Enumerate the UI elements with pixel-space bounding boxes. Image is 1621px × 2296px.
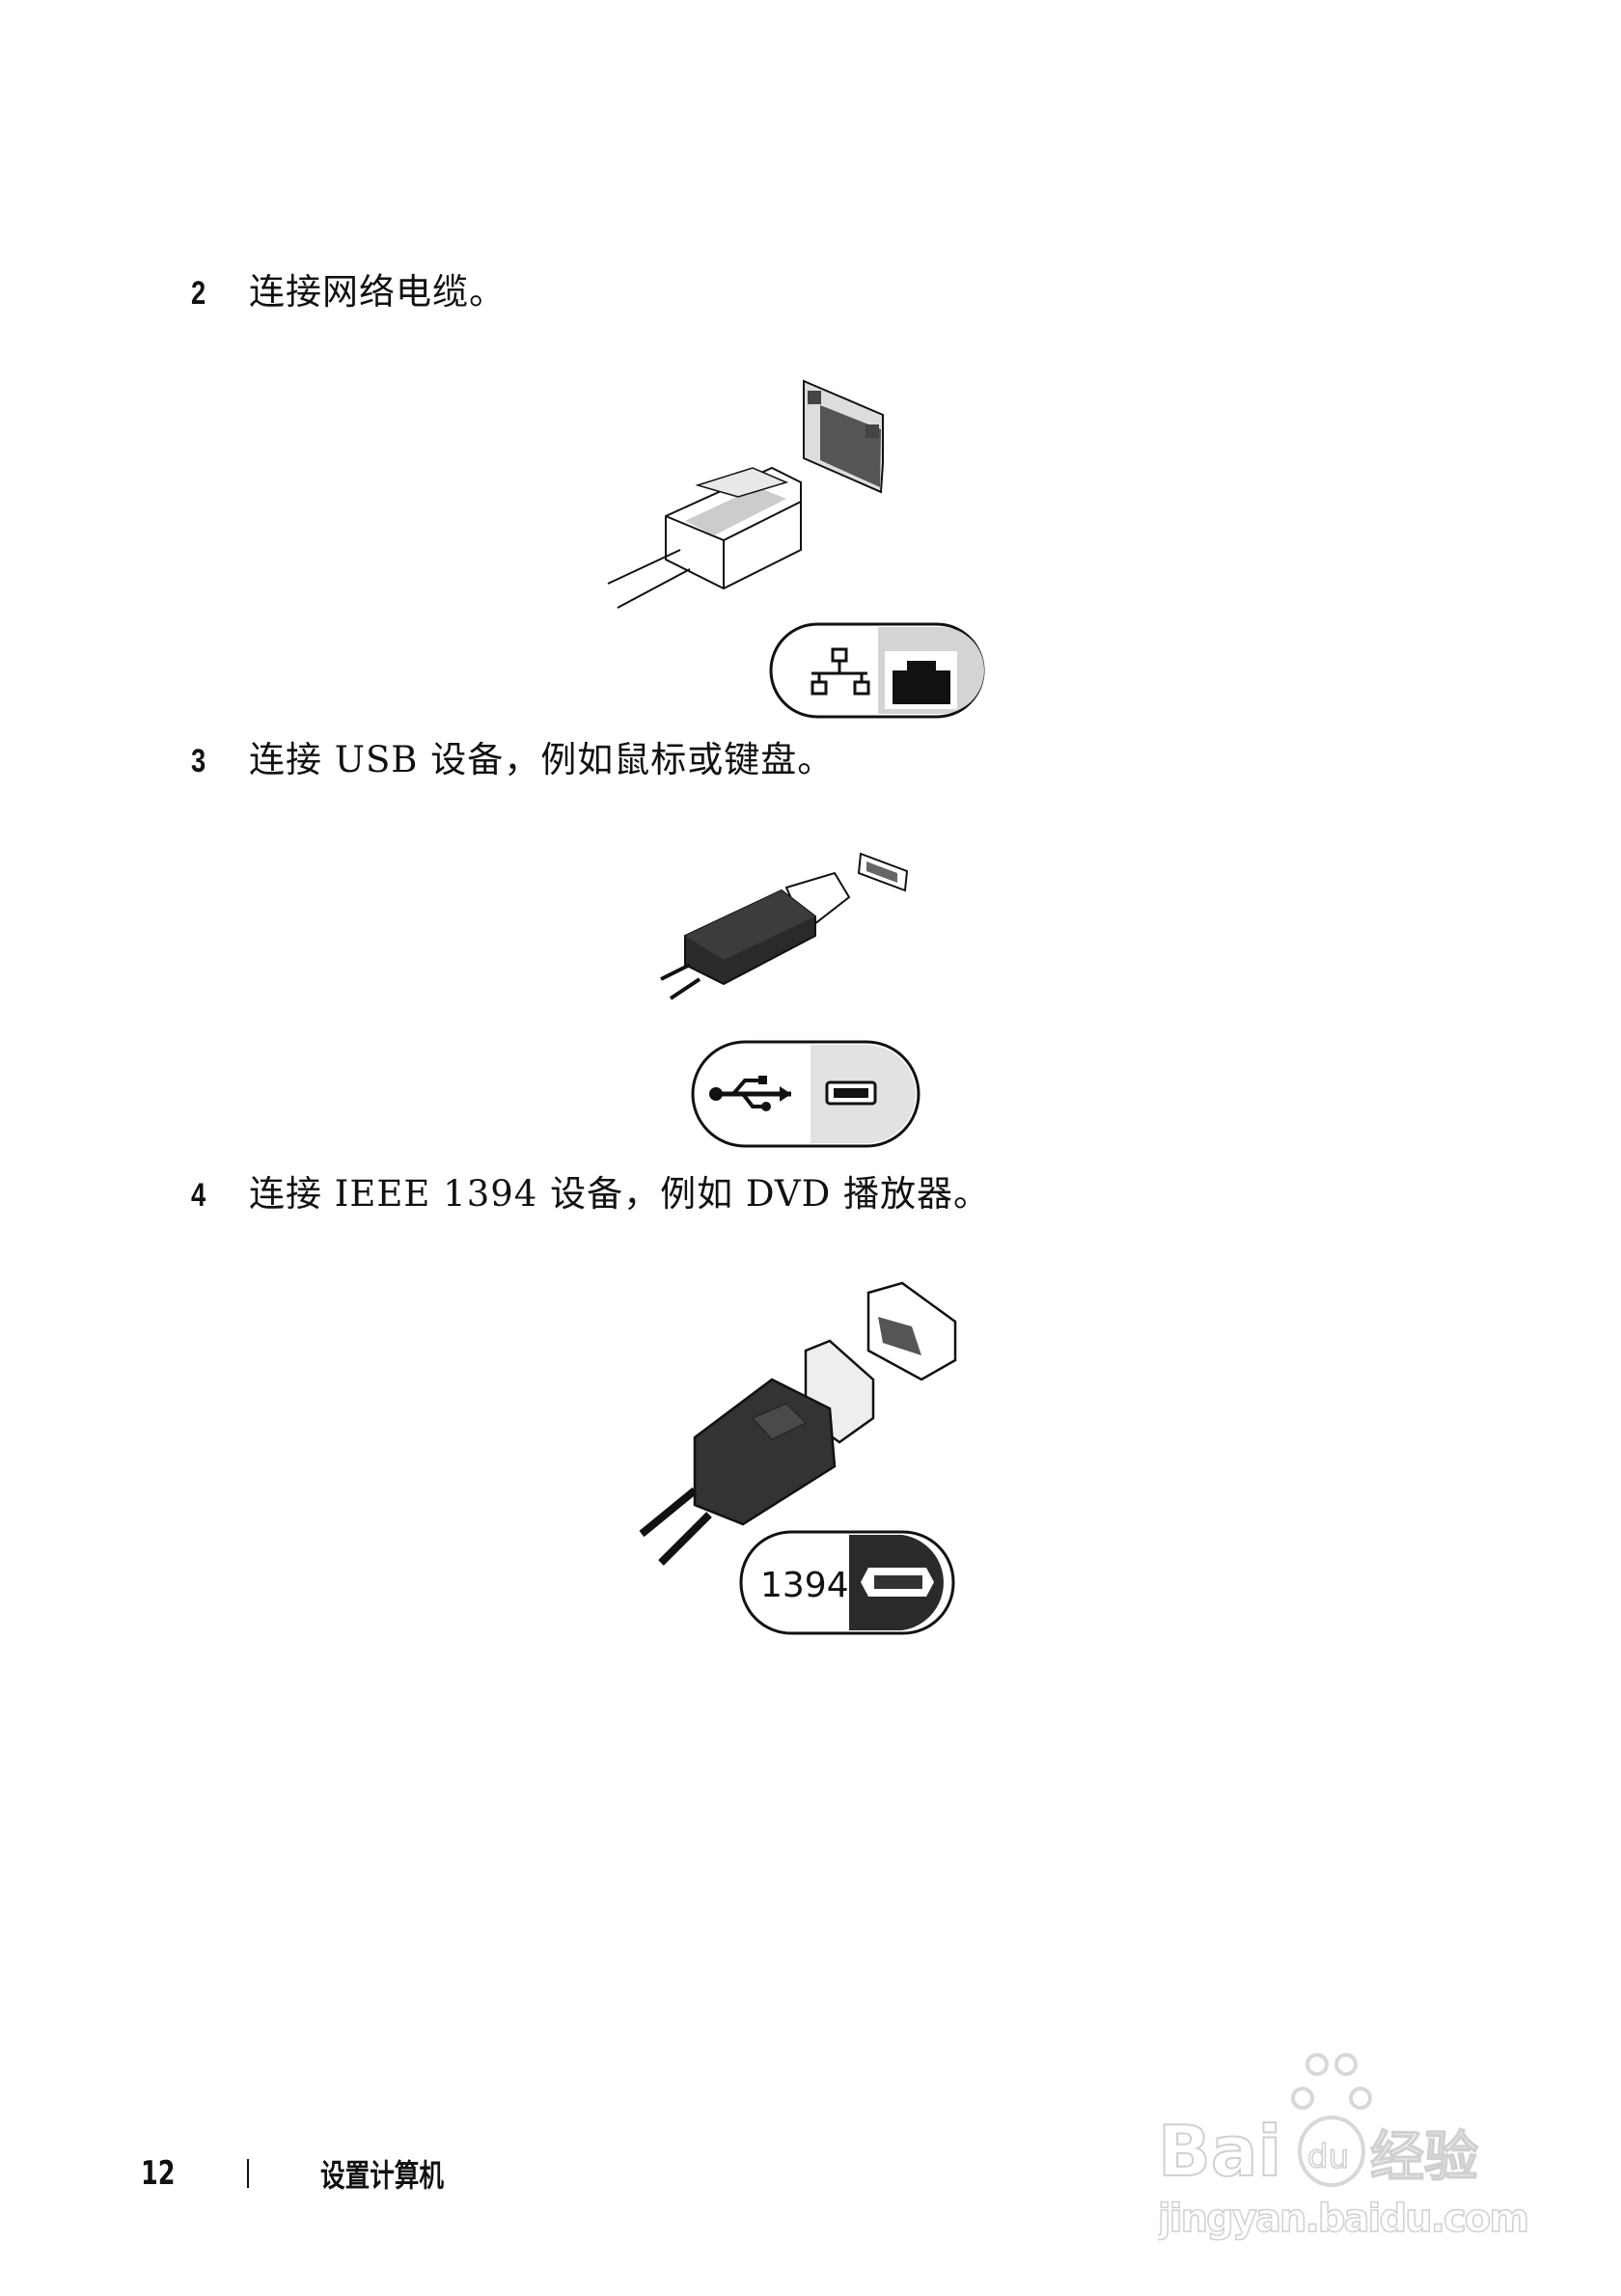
svg-text:du: du — [1307, 2138, 1349, 2176]
network-cable-illustration — [607, 379, 985, 719]
page-number: 12 — [141, 2154, 176, 2193]
step-text: 连接 USB 设备，例如鼠标或键盘。 — [249, 739, 835, 780]
ieee1394-cable-illustration: 1394 — [639, 1281, 957, 1635]
usb-cable-illustration — [660, 852, 920, 1148]
watermark-url: jingyan.baidu.com — [1158, 2197, 1529, 2241]
step-2: 2 连接网络电缆。 — [191, 262, 506, 314]
network-port-icon — [769, 622, 985, 719]
step-number: 4 — [191, 1177, 206, 1214]
step-text: 连接 IEEE 1394 设备，例如 DVD 播放器。 — [249, 1173, 991, 1215]
ieee1394-badge-label: 1394 — [760, 1566, 849, 1605]
footer-divider — [247, 2159, 249, 2188]
step-4: 4 连接 IEEE 1394 设备，例如 DVD 播放器。 — [191, 1164, 990, 1216]
step-number: 3 — [191, 743, 206, 779]
usb-port-icon — [691, 1040, 920, 1148]
step-text: 连接网络电缆。 — [249, 271, 506, 313]
page-footer: 12 设置计算机 — [141, 2151, 475, 2196]
baidu-jingyan-watermark: Bai du 经验 jingyan.baidu.com — [1158, 2053, 1530, 2242]
step-3: 3 连接 USB 设备，例如鼠标或键盘。 — [191, 730, 834, 782]
svg-text:经验: 经验 — [1370, 2126, 1478, 2189]
step-number: 2 — [191, 275, 206, 312]
ieee1394-port-icon: 1394 — [739, 1530, 955, 1635]
section-title: 设置计算机 — [320, 2157, 445, 2194]
svg-text:Bai: Bai — [1158, 2111, 1281, 2192]
